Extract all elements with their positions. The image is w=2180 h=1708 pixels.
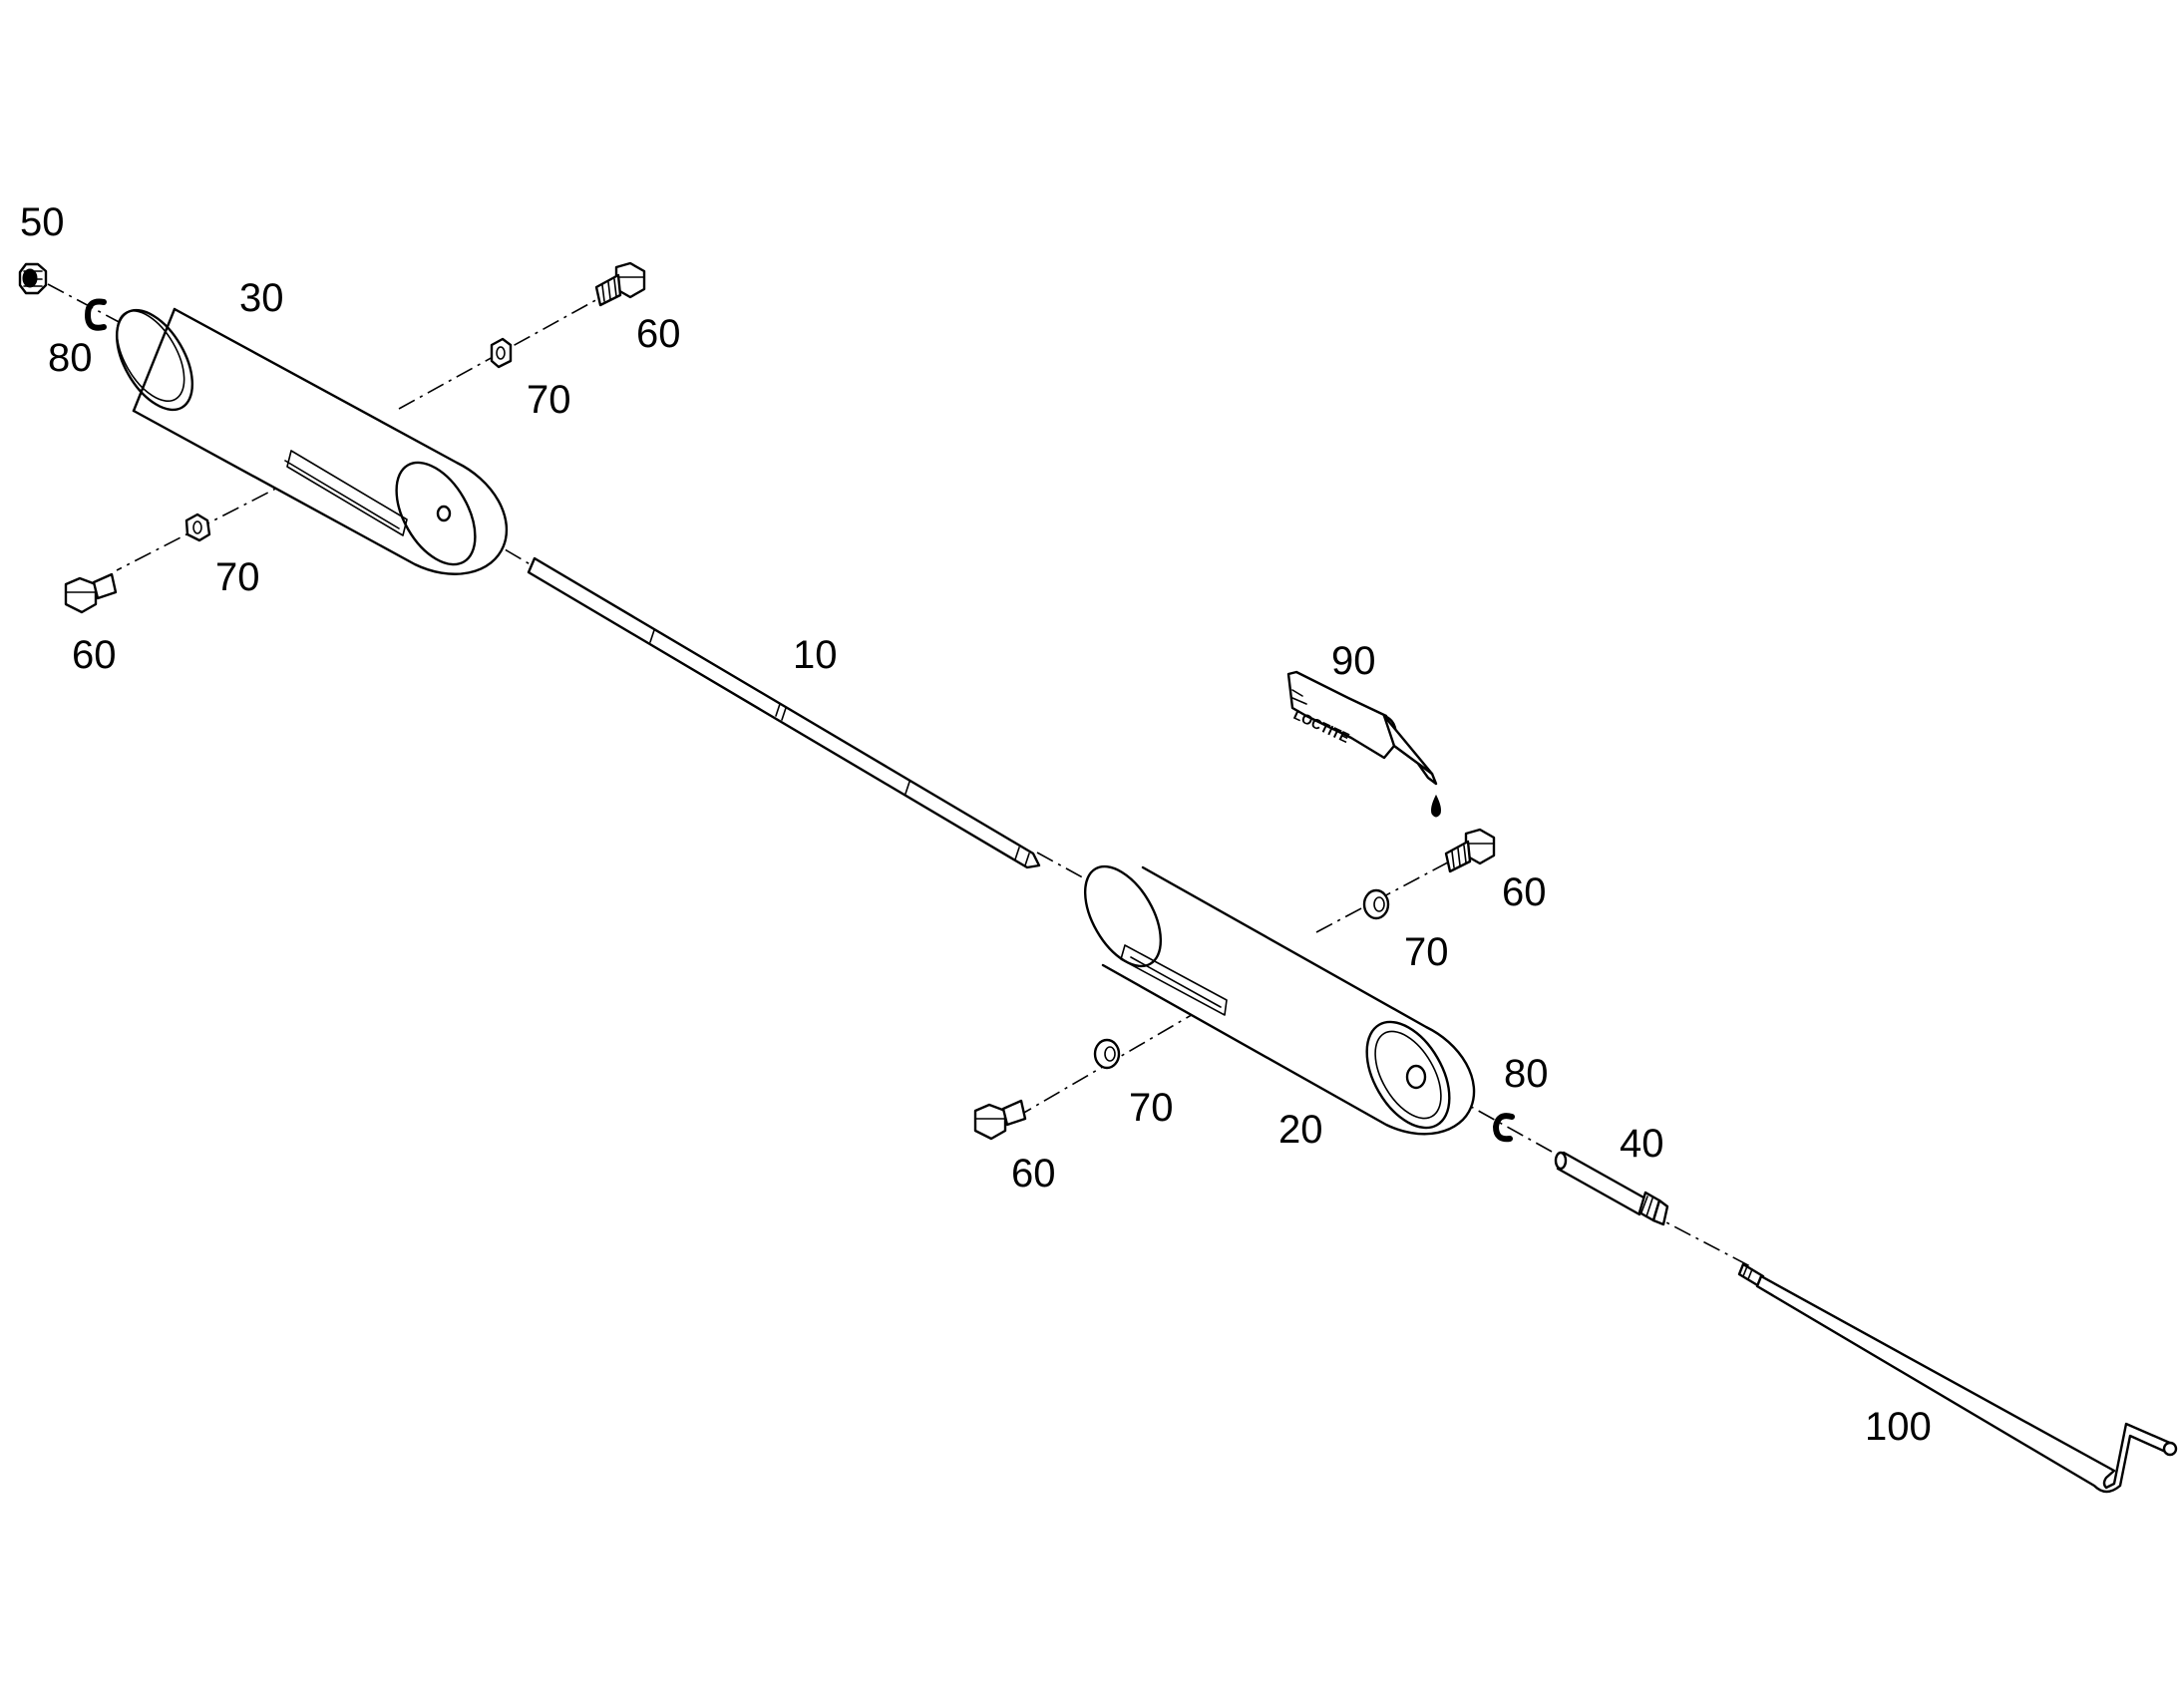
bolt-part-60-upper-left (64, 572, 118, 614)
callout-70-lower-right: 70 (1404, 930, 1449, 974)
callout-50: 50 (20, 200, 65, 244)
cap-nut-part-50 (18, 262, 48, 295)
shaft-part-10 (527, 556, 1041, 869)
callout-20: 20 (1278, 1108, 1323, 1152)
callout-60-lower-right: 60 (1502, 870, 1547, 914)
callout-60-upper-right: 60 (636, 312, 681, 356)
washer-part-70-c (1362, 888, 1390, 920)
washer-part-70-d (1093, 1038, 1121, 1070)
callout-40: 40 (1620, 1122, 1664, 1166)
callout-80-lower: 80 (1504, 1052, 1549, 1096)
cylinder-part-30 (115, 307, 509, 575)
bent-rod-part-100 (1737, 1262, 2178, 1494)
callout-10: 10 (793, 633, 838, 677)
retaining-clip-part-80-upper (84, 298, 107, 331)
loctite-tube-part-90: LOCTITE (1286, 670, 1441, 818)
callout-70-upper-left: 70 (215, 555, 260, 599)
bolt-part-60-lower-right (1444, 828, 1496, 873)
callout-90: 90 (1331, 639, 1376, 683)
cylinder-part-20 (1083, 864, 1476, 1136)
bolt-part-60-upper-right (594, 261, 646, 307)
callout-100: 100 (1865, 1405, 1932, 1449)
callout-60-upper-left: 60 (72, 633, 117, 677)
callout-30: 30 (239, 276, 284, 320)
callout-labels: 50 80 30 60 70 70 60 10 90 60 70 80 70 2… (20, 200, 1932, 1449)
callout-60-lower-left: 60 (1011, 1152, 1056, 1196)
washer-part-70-a (490, 337, 513, 369)
bolt-part-60-lower-left (973, 1099, 1027, 1141)
fitting-part-40 (1554, 1151, 1669, 1226)
callout-80-upper: 80 (48, 336, 93, 380)
callout-70-lower-left: 70 (1129, 1086, 1174, 1130)
washer-part-70-b (184, 512, 211, 542)
callout-70-upper-right: 70 (527, 378, 571, 422)
retaining-clip-part-80-lower (1492, 1113, 1515, 1143)
